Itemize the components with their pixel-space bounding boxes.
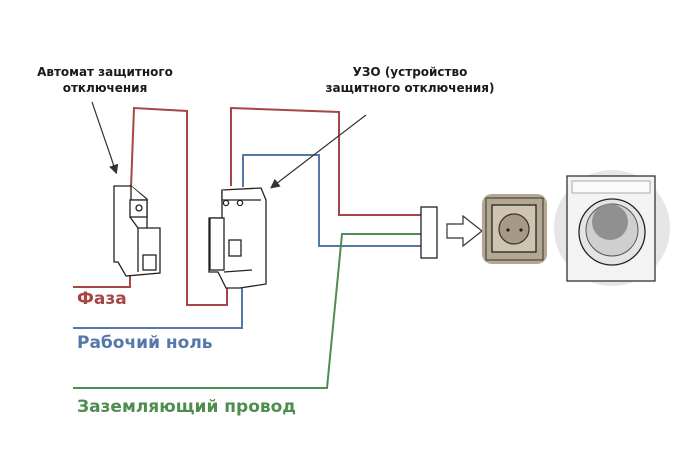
washing-machine-icon xyxy=(554,170,670,286)
phase-wire xyxy=(73,268,131,288)
rcd-device-icon xyxy=(208,187,267,289)
circuit-breaker-icon xyxy=(113,185,161,277)
rcd-label-line-2: защитного отключения) xyxy=(325,81,495,95)
neutral-wire-in xyxy=(73,288,243,329)
breaker-pointer-arrow xyxy=(91,101,119,175)
breaker-label: Автомат защитного отключения xyxy=(30,64,180,96)
power-socket-icon xyxy=(482,194,547,264)
arrow-right-icon xyxy=(446,214,483,248)
breaker-label-line-1: Автомат защитного xyxy=(37,65,173,79)
neutral-label: Рабочий ноль xyxy=(77,333,213,353)
connector-block xyxy=(420,206,438,259)
rcd-label: УЗО (устройство защитного отключения) xyxy=(325,64,495,96)
breaker-label-line-2: отключения xyxy=(62,81,148,95)
phase-wire-rcd-out xyxy=(230,106,421,216)
ground-label: Заземляющий провод xyxy=(77,397,297,417)
ground-wire xyxy=(73,233,421,389)
rcd-pointer-arrow xyxy=(270,114,367,189)
phase-label: Фаза xyxy=(77,289,127,309)
rcd-label-line-1: УЗО (устройство xyxy=(352,65,468,79)
phase-wire-breaker-to-rcd xyxy=(130,106,228,306)
neutral-wire-out xyxy=(242,154,421,247)
